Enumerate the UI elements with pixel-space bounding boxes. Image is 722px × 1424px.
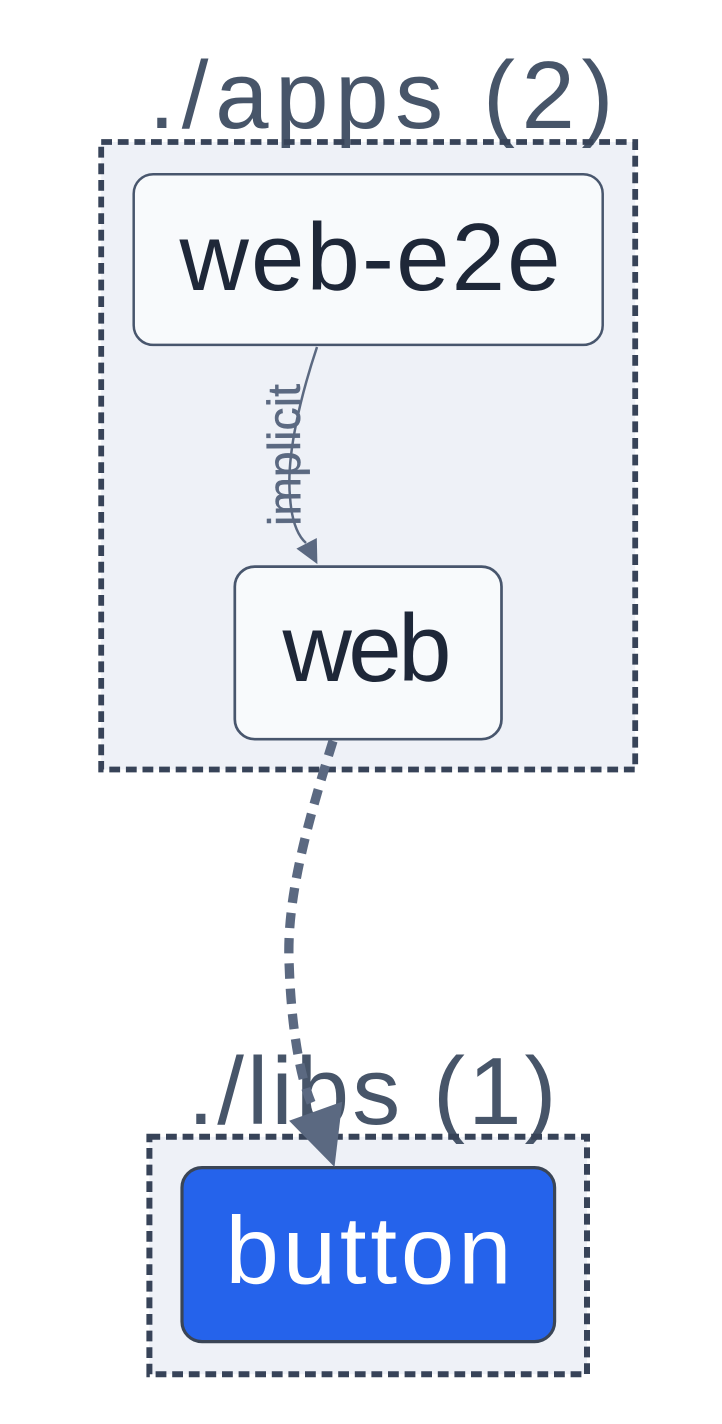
svg-text:web-e2e: web-e2e [179,204,561,311]
svg-text:./libs (1): ./libs (1) [188,1038,557,1145]
svg-text:implicit: implicit [258,384,311,526]
svg-text:./apps (2): ./apps (2) [149,42,614,149]
svg-text:web: web [282,595,452,702]
